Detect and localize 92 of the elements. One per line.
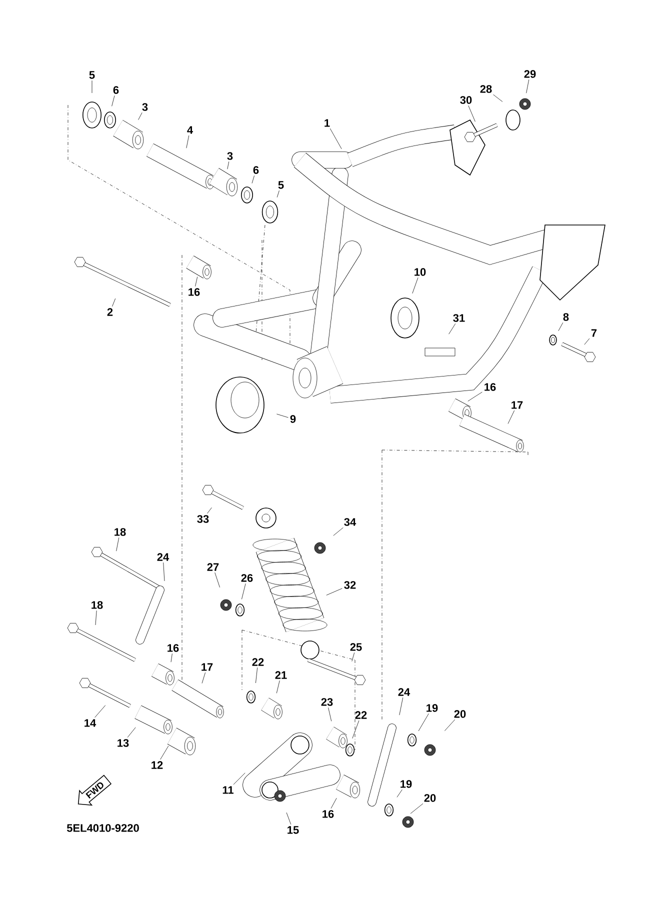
callout-number: 20 <box>424 794 436 802</box>
callout-number: 2 <box>107 308 113 316</box>
callout-number: 29 <box>524 70 536 78</box>
leader-line <box>112 95 115 106</box>
callout-number: 28 <box>480 85 492 93</box>
leader-line <box>526 79 530 94</box>
leader-line <box>214 572 220 588</box>
callout-number: 6 <box>113 86 119 94</box>
callout-number: 9 <box>290 415 296 423</box>
callout-number: 19 <box>400 780 412 788</box>
callout-number: 27 <box>207 563 219 571</box>
leader-line <box>412 277 418 294</box>
callout-number: 13 <box>118 739 129 747</box>
leader-line <box>170 653 172 662</box>
callout-number: 22 <box>252 658 264 666</box>
leader-line <box>256 667 258 684</box>
leader-line <box>326 588 342 596</box>
leader-line <box>252 175 255 184</box>
callout-number: 18 <box>114 528 126 536</box>
leader-line <box>202 672 206 684</box>
callout-number: 16 <box>188 288 200 296</box>
callout-number: 19 <box>426 704 438 712</box>
leader-line <box>160 746 169 760</box>
leader-line <box>396 789 402 798</box>
leader-line <box>233 772 246 785</box>
callout-number: 17 <box>202 663 213 671</box>
leader-line <box>138 112 142 120</box>
callout-number: 10 <box>414 268 426 276</box>
callout-number: 12 <box>152 761 163 769</box>
callout-number: 24 <box>398 688 410 696</box>
callout-number: 4 <box>187 126 193 134</box>
callout-number: 3 <box>142 103 148 111</box>
callout-number: 33 <box>197 515 209 523</box>
leader-line <box>207 507 212 514</box>
callout-number: 16 <box>168 644 179 652</box>
callout-number: 8 <box>563 313 569 321</box>
leader-line <box>95 610 97 626</box>
leader-line <box>227 161 230 170</box>
leader-line <box>127 727 136 738</box>
leader-line <box>468 392 482 402</box>
leader-line <box>333 527 344 536</box>
leader-line <box>328 707 332 722</box>
callout-number: 30 <box>460 96 472 104</box>
callout-number: 25 <box>350 643 362 651</box>
leader-line <box>116 537 120 552</box>
callout-number: 6 <box>253 166 259 174</box>
callout-number: 7 <box>591 329 597 337</box>
leader-line <box>186 135 190 148</box>
leader-line <box>410 803 424 814</box>
callout-number: 14 <box>84 719 96 727</box>
callout-number: 31 <box>453 314 465 322</box>
leader-line <box>444 719 456 731</box>
leader-line <box>399 697 404 716</box>
callout-number: 22 <box>355 711 367 719</box>
leader-line <box>352 652 355 662</box>
leader-line <box>352 720 360 739</box>
leader-line <box>418 713 429 732</box>
callout-number: 20 <box>454 710 466 718</box>
callout-number: 15 <box>288 826 299 834</box>
leader-line <box>584 338 590 345</box>
leader-line <box>448 323 456 334</box>
callout-number: 18 <box>92 601 103 609</box>
callout-number: 11 <box>222 786 234 794</box>
callout-number: 5 <box>89 71 95 79</box>
leader-line <box>330 798 337 809</box>
callout-number: 32 <box>344 581 356 589</box>
leader-line <box>276 190 280 198</box>
part-code: 5EL4010-9220 <box>66 824 139 832</box>
callout-number: 5 <box>278 181 284 189</box>
callout-number: 3 <box>227 152 233 160</box>
callout-number: 16 <box>484 383 496 391</box>
callout-number: 16 <box>322 810 334 818</box>
leader-line <box>112 298 116 307</box>
leader-line <box>276 680 280 694</box>
callout-number: 23 <box>321 698 333 706</box>
leader-line <box>94 705 106 718</box>
callout-number: 34 <box>344 518 356 526</box>
leader-line <box>558 322 564 332</box>
leader-line <box>508 410 515 424</box>
callout-number: 24 <box>157 553 170 561</box>
callout-number: 21 <box>275 671 287 679</box>
leader-line <box>493 94 503 102</box>
leader-line <box>163 562 165 582</box>
leader-line <box>286 812 292 825</box>
leader-line <box>242 583 246 600</box>
leader-line <box>276 414 288 418</box>
callout-number: 26 <box>241 574 253 582</box>
leader-line <box>468 105 476 122</box>
callout-number: 1 <box>324 119 330 127</box>
callout-number: 17 <box>512 401 523 409</box>
leader-line <box>330 128 342 150</box>
leader-line <box>195 276 198 287</box>
